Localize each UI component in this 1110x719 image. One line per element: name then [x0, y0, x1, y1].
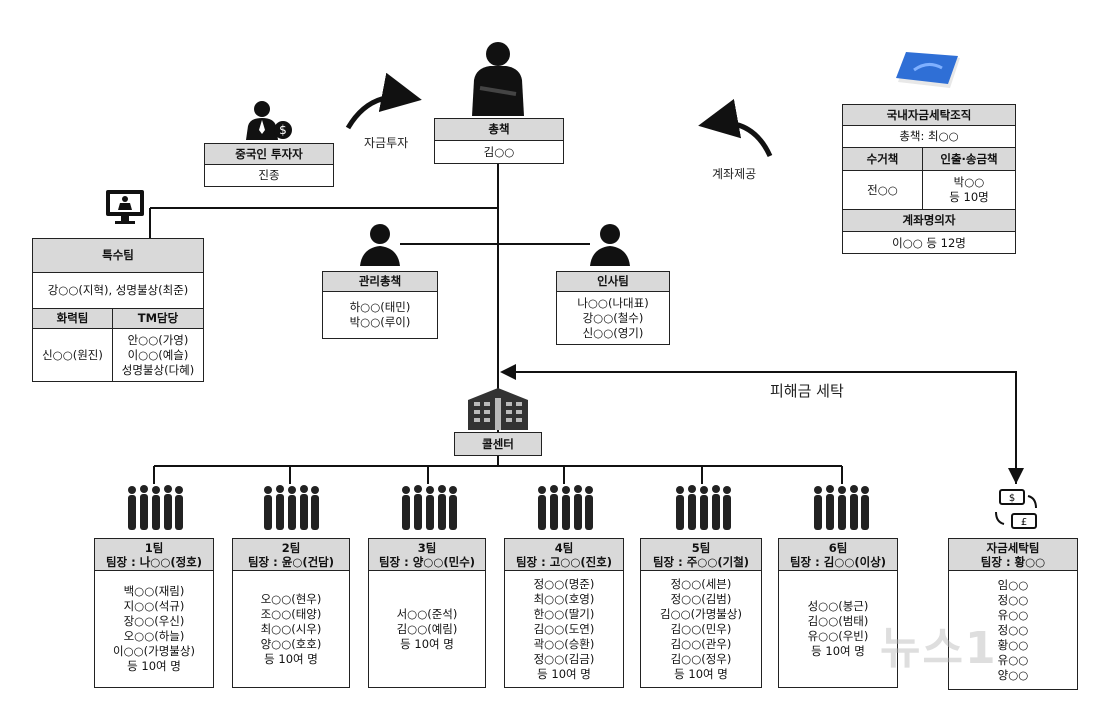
laundry-leader: 팀장 : 황○○ — [980, 554, 1046, 569]
callcenter-title: 콜센터 — [455, 433, 541, 455]
team-leader: 팀장 : 김○○(이상) — [789, 554, 887, 569]
team-name: 6팀 — [828, 540, 848, 555]
nominee-header: 계좌명의자 — [843, 210, 1015, 232]
tm-value: 안○○(가영) 이○○(예슬) 성명불상(다혜) — [121, 332, 195, 377]
fire-team-header: 화력팀 — [33, 309, 113, 329]
hr-box: 인사팀 나○○(나대표) 강○○(철수) 신○○(영기) — [556, 271, 670, 345]
laundry-team-box: 자금세탁팀 팀장 : 황○○ 임○○ 정○○ 유○○ 정○○ 황○○ 유○○ 양… — [948, 538, 1078, 690]
special-title: 특수팀 — [33, 239, 203, 273]
special-team-box: 특수팀 강○○(지혁), 성명불상(최준) 화력팀 TM담당 신○○(원진) 안… — [32, 238, 204, 382]
collector-value: 전○○ — [843, 171, 923, 209]
building-icon — [468, 388, 528, 430]
investor-name: 진종 — [258, 168, 280, 182]
investor-title: 중국인 투자자 — [205, 144, 333, 165]
team-box-6: 6팀 팀장 : 김○○(이상) 성○○(봉근) 김○○(범태) 유○○(우빈) … — [778, 538, 898, 688]
svg-text:$: $ — [1009, 493, 1015, 504]
domestic-title: 국내자금세탁조직 — [843, 105, 1015, 126]
team-leader: 팀장 : 양○○(민수) — [378, 554, 476, 569]
boss-silhouette-icon — [472, 42, 524, 116]
team-box-1: 1팀 팀장 : 나○○(정호) 백○○(재림) 지○○(석규) 장○○(우신) … — [94, 538, 214, 688]
collector-header: 수거책 — [843, 148, 923, 171]
team-name: 2팀 — [281, 540, 301, 555]
hr-title: 인사팀 — [557, 272, 669, 292]
team-leader: 팀장 : 주○○(기철) — [652, 554, 750, 569]
launder-arrow — [500, 364, 1017, 484]
fire-team-value: 신○○(원진) — [33, 329, 113, 381]
crowd-icon — [814, 485, 869, 530]
account-label: 계좌제공 — [712, 167, 757, 181]
invest-label: 자금투자 — [364, 136, 409, 150]
mgmt-person-icon — [360, 224, 400, 266]
team-members: 정○○(세븐) 정○○(김범) 김○○(가명불상) 김○○(민우) 김○○(관우… — [660, 576, 742, 681]
crowd-icon — [128, 485, 183, 530]
team-members: 오○○(현우) 조○○(태양) 최○○(시우) 양○○(호호) 등 10여 명 — [260, 591, 322, 666]
mgmt-box: 관리총책 하○○(태민) 박○○(루이) — [322, 271, 438, 339]
hr-members: 나○○(나대표) 강○○(철수) 신○○(영기) — [577, 295, 649, 340]
tm-header: TM담당 — [113, 309, 203, 329]
team-members: 서○○(준석) 김○○(예림) 등 10여 명 — [396, 606, 458, 651]
crowd-icon — [676, 485, 731, 530]
hr-person-icon — [590, 224, 630, 266]
watermark-text: 뉴스1 — [880, 623, 998, 674]
svg-text:£: £ — [1021, 517, 1027, 528]
team-members: 백○○(재림) 지○○(석규) 장○○(우신) 오○○(하늘) 이○○(가명불상… — [113, 584, 195, 673]
team-box-4: 4팀 팀장 : 고○○(진호) 정○○(명준) 최○○(호영) 한○○(딸기) … — [504, 538, 624, 688]
withdraw-value: 박○○ 등 10명 — [949, 175, 989, 204]
crowd-icon — [538, 485, 593, 530]
crowd-icon — [402, 485, 457, 530]
team-name: 1팀 — [144, 540, 164, 555]
domestic-org-box: 국내자금세탁조직 총책: 최○○ 수거책 인출·송금책 전○○ 박○○ 등 10… — [842, 104, 1016, 254]
team-leader: 팀장 : 고○○(진호) — [515, 554, 613, 569]
laundry-members: 임○○ 정○○ 유○○ 정○○ 황○○ 유○○ 양○○ — [997, 577, 1029, 682]
launder-label: 피해금 세탁 — [770, 382, 844, 400]
boss-title: 총책 — [435, 119, 563, 141]
news1-watermark: 뉴스1 — [880, 612, 1070, 692]
investor-box: 중국인 투자자 진종 — [204, 143, 334, 187]
mgmt-title: 관리총책 — [323, 272, 437, 292]
account-curve-arrow — [698, 98, 773, 158]
team-box-3: 3팀 팀장 : 양○○(민수) 서○○(준석) 김○○(예림) 등 10여 명 — [368, 538, 486, 688]
crowd-icon — [264, 485, 319, 530]
team-name: 5팀 — [691, 540, 711, 555]
team-members: 성○○(봉근) 김○○(범태) 유○○(우빈) 등 10여 명 — [807, 599, 869, 658]
team-name: 4팀 — [554, 540, 574, 555]
investor-icon: $ — [246, 101, 292, 140]
domestic-boss: 총책: 최○○ — [843, 126, 1015, 148]
mgmt-members: 하○○(태민) 박○○(루이) — [349, 300, 411, 329]
withdraw-header: 인출·송금책 — [923, 148, 1015, 171]
special-members: 강○○(지혁), 성명불상(최준) — [33, 273, 203, 309]
nominee-value: 이○○ 등 12명 — [892, 235, 966, 250]
passbook-icon — [896, 52, 960, 88]
laundry-title: 자금세탁팀 — [986, 540, 1040, 555]
svg-text:$: $ — [279, 123, 287, 137]
team-box-2: 2팀 팀장 : 윤○(건담) 오○○(현우) 조○○(태양) 최○○(시우) 양… — [232, 538, 350, 688]
team-leader: 팀장 : 나○○(정호) — [105, 554, 203, 569]
boss-box: 총책 김○○ — [434, 118, 564, 164]
money-exchange-icon: $ £ — [995, 489, 1037, 529]
team-name: 3팀 — [417, 540, 437, 555]
monitor-icon — [106, 190, 144, 224]
callcenter-box: 콜센터 — [454, 432, 542, 456]
invest-curve-arrow — [345, 72, 422, 130]
team-members: 정○○(명준) 최○○(호영) 한○○(딸기) 김○○(도연) 곽○○(승환) … — [533, 576, 595, 681]
team-box-5: 5팀 팀장 : 주○○(기철) 정○○(세븐) 정○○(김범) 김○○(가명불상… — [640, 538, 762, 688]
team-leader: 팀장 : 윤○(건담) — [247, 554, 335, 569]
boss-name: 김○○ — [483, 144, 515, 159]
